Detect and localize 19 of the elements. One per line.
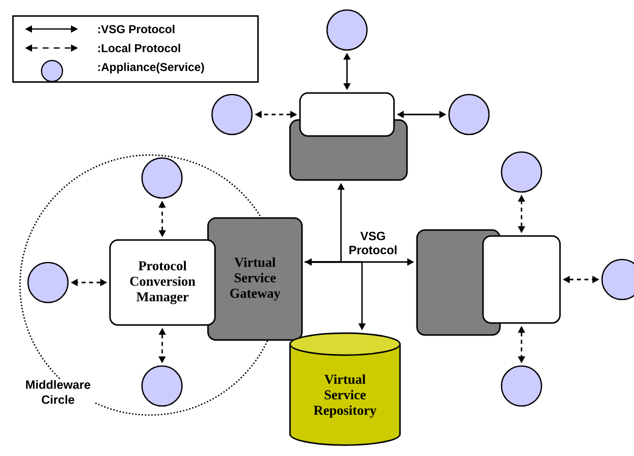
- circle-label: Middleware Circle: [22, 379, 94, 405]
- legend-label: :Local Protocol: [98, 44, 180, 52]
- gateway-box: Virtual Service Gateway: [207, 217, 303, 341]
- appliance-circle: [141, 365, 183, 407]
- repository-cylinder: Virtual Service Repository: [289, 332, 401, 446]
- process-box: Protocol Conversion Manager: [109, 239, 216, 326]
- appliance-circle: [500, 151, 542, 193]
- appliance-circle: [141, 157, 183, 199]
- edge-label: VSG Protocol: [346, 230, 400, 256]
- appliance-circle: [326, 9, 368, 51]
- process-box: [482, 235, 561, 324]
- appliance-circle: [500, 365, 542, 407]
- appliance-circle: [448, 94, 490, 136]
- legend-label: :VSG Protocol: [98, 24, 174, 34]
- appliance-circle: [601, 258, 634, 300]
- legend-label: :Appliance(Service): [98, 62, 204, 74]
- appliance-circle: [27, 262, 69, 304]
- process-box: [299, 92, 395, 137]
- appliance-circle: [211, 94, 253, 136]
